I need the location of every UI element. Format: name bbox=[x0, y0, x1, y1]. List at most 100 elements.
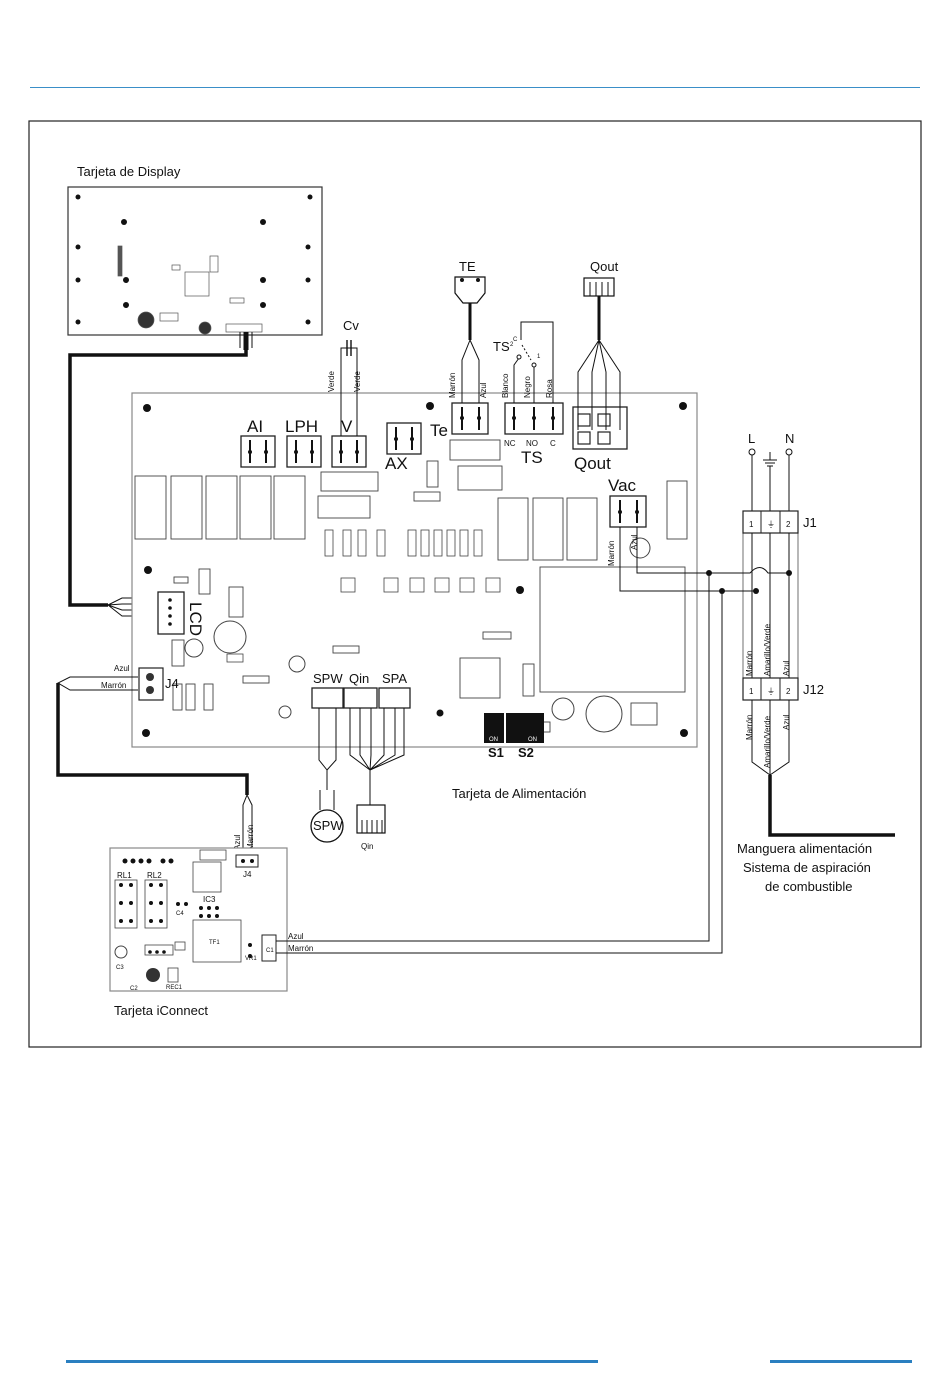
label-vac: Vac bbox=[608, 476, 637, 495]
j1-pin-2: 2 bbox=[786, 520, 791, 529]
label-qin-part: Qin bbox=[361, 842, 373, 851]
power-card-title: Tarjeta de Alimentación bbox=[452, 786, 586, 801]
label-l: L bbox=[748, 431, 755, 446]
svg-text:⏚: ⏚ bbox=[767, 687, 775, 696]
label-te-sensor: TE bbox=[459, 259, 476, 274]
j1-pin-1: 1 bbox=[749, 520, 754, 529]
power-card-resistors bbox=[324, 529, 501, 593]
qin-part bbox=[356, 804, 386, 834]
label-qout-part: Qout bbox=[590, 259, 619, 274]
wire-azul-vac: Azul bbox=[630, 534, 639, 550]
qout-part bbox=[583, 277, 615, 297]
wire-amarillo-j12: Amarillo/Verde bbox=[763, 715, 772, 768]
display-card-board bbox=[67, 186, 323, 336]
j12-pin-2: 2 bbox=[786, 687, 791, 696]
wire-azul-power: Azul bbox=[288, 932, 304, 941]
label-ax: AX bbox=[385, 454, 408, 473]
svg-text:C: C bbox=[513, 337, 518, 343]
s2-on: ON bbox=[528, 737, 537, 743]
label-no: NO bbox=[526, 439, 538, 448]
label-nc: NC bbox=[504, 439, 516, 448]
label-j4-power: J4 bbox=[165, 676, 179, 691]
connector-spw bbox=[311, 687, 344, 709]
connector-qout bbox=[572, 406, 628, 450]
connector-spa bbox=[378, 687, 411, 709]
display-card-holes bbox=[75, 194, 313, 325]
dip-switch-s1 bbox=[484, 713, 504, 743]
hose-label-line1: Manguera alimentación bbox=[737, 841, 872, 856]
display-cable bbox=[68, 332, 248, 607]
label-s1: S1 bbox=[488, 745, 504, 760]
wire-marron-j1: Marrón bbox=[745, 651, 754, 676]
label-c3: C3 bbox=[116, 965, 124, 971]
connector-j4-power bbox=[138, 667, 164, 701]
connector-lcd bbox=[157, 591, 185, 635]
label-rl1: RL1 bbox=[117, 871, 132, 880]
label-ai: AI bbox=[247, 417, 263, 436]
label-qout: Qout bbox=[574, 454, 611, 473]
spw-part bbox=[310, 809, 344, 843]
label-s2: S2 bbox=[518, 745, 534, 760]
connector-te bbox=[451, 402, 489, 435]
label-j12: J12 bbox=[803, 682, 824, 697]
wire-marron-j12: Marrón bbox=[745, 715, 754, 740]
wire-azul-j1: Azul bbox=[782, 660, 791, 676]
label-ts: TS bbox=[521, 448, 543, 467]
label-qin: Qin bbox=[349, 671, 369, 686]
connector-v bbox=[331, 435, 367, 468]
s1-on: ON bbox=[489, 737, 498, 743]
wire-marron-te: Marrón bbox=[448, 373, 457, 398]
dip-switch-s2 bbox=[506, 713, 544, 743]
label-spw-part: SPW bbox=[313, 818, 343, 833]
header-rule bbox=[30, 87, 920, 88]
wire-marron-j4: Marrón bbox=[101, 681, 126, 690]
label-v: V bbox=[341, 417, 353, 436]
label-c4: C4 bbox=[176, 911, 184, 917]
wire-azul-j4: Azul bbox=[114, 664, 130, 673]
wire-amarillo-j1: Amarillo/Verde bbox=[763, 623, 772, 676]
label-ic3: IC3 bbox=[203, 895, 216, 904]
iconnect-cable bbox=[56, 683, 249, 795]
svg-text:2: 2 bbox=[510, 342, 514, 348]
display-card-title: Tarjeta de Display bbox=[77, 164, 181, 179]
label-c1: C1 bbox=[266, 948, 274, 954]
label-tf1: TF1 bbox=[209, 940, 220, 946]
footer-rule-right bbox=[770, 1360, 912, 1363]
wire-blanco: Blanco bbox=[501, 373, 510, 398]
display-card-components bbox=[117, 245, 263, 335]
label-spa: SPA bbox=[382, 671, 407, 686]
hose-label-line3: de combustible bbox=[765, 879, 852, 894]
svg-text:⏚: ⏚ bbox=[767, 520, 775, 529]
connector-qin bbox=[343, 687, 378, 709]
wire-azul-ic: Azul bbox=[233, 834, 242, 850]
label-lph: LPH bbox=[285, 417, 318, 436]
wire-rosa: Rosa bbox=[545, 379, 554, 398]
label-c: C bbox=[550, 439, 556, 448]
wire-marron-vac: Marrón bbox=[607, 541, 616, 566]
wire-azul-j12: Azul bbox=[782, 714, 791, 730]
wire-verde-1: Verde bbox=[327, 371, 336, 392]
wire-marron-ic: Marrón bbox=[246, 825, 255, 850]
iconnect-card-title: Tarjeta iConnect bbox=[114, 1003, 208, 1018]
connector-ax bbox=[386, 422, 422, 455]
label-ts-switch: TS bbox=[493, 339, 510, 354]
connector-j4-iconnect bbox=[235, 854, 259, 868]
te-sensor bbox=[454, 276, 486, 304]
connector-lph bbox=[286, 435, 322, 468]
connector-vac bbox=[609, 495, 647, 528]
diagram-frame bbox=[28, 120, 922, 1048]
svg-text:1: 1 bbox=[537, 354, 541, 360]
label-j4-iconnect: J4 bbox=[243, 870, 252, 879]
power-card-holes bbox=[142, 402, 688, 737]
iconnect-components bbox=[114, 849, 242, 983]
wire-verde-2: Verde bbox=[353, 371, 362, 392]
j12-pin-1: 1 bbox=[749, 687, 754, 696]
footer-rule-left bbox=[66, 1360, 598, 1363]
lcd-cable-fan bbox=[107, 597, 160, 617]
supply-hose-cable bbox=[768, 775, 895, 837]
power-card-relays bbox=[134, 439, 688, 733]
wire-negro: Negro bbox=[523, 376, 532, 398]
wire-azul-te: Azul bbox=[479, 382, 488, 398]
label-n: N bbox=[785, 431, 794, 446]
